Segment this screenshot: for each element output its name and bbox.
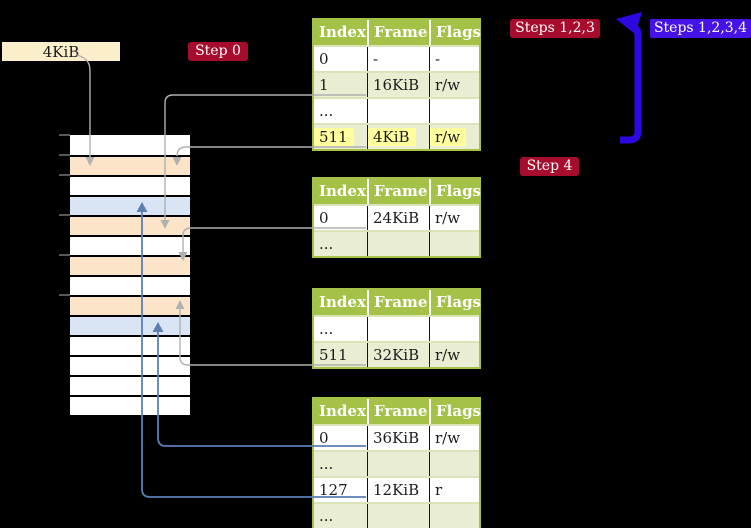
table-header-cell: Frame xyxy=(367,290,429,315)
memory-frame-row xyxy=(70,155,190,175)
badge-steps-1-2-3: Steps 1,2,3 xyxy=(510,19,600,38)
table-header-cell: Frame xyxy=(367,399,429,424)
table-row: ... xyxy=(314,450,479,476)
table-cell xyxy=(367,232,429,256)
table-cell xyxy=(367,452,429,476)
table-cell: 12KiB xyxy=(367,478,429,502)
table-header-cell: Flags xyxy=(429,179,481,204)
table-cell: 0 xyxy=(319,429,329,447)
table-cell xyxy=(429,504,479,528)
memory-frame-row xyxy=(70,275,190,295)
table-cell xyxy=(429,317,479,341)
highlighted-value: 4KiB xyxy=(368,128,416,146)
memory-frame-row xyxy=(70,215,190,235)
memory-frame-row xyxy=(70,375,190,395)
table-cell: r/w xyxy=(429,73,479,97)
memory-frame-row xyxy=(70,315,190,335)
memory-frame-row xyxy=(70,355,190,375)
frame-size-label: 4KiB xyxy=(2,42,120,61)
table-cell: ... xyxy=(319,102,334,120)
table-header-cell: Index xyxy=(319,182,366,200)
steps-loop-arrow xyxy=(616,12,642,144)
highlighted-value: r/w xyxy=(430,128,467,146)
table-header-cell: Index xyxy=(319,293,366,311)
memory-frame-row xyxy=(70,255,190,275)
table-row: 0 -- xyxy=(314,45,479,71)
table-cell: 0 xyxy=(319,50,329,68)
table-header-cell: Flags xyxy=(429,20,481,45)
table-header-cell: Index xyxy=(319,402,366,420)
table-cell: ... xyxy=(319,235,334,253)
memory-frame-row xyxy=(70,175,190,195)
table-row: ... xyxy=(314,502,479,528)
memory-frame-row xyxy=(70,135,190,155)
table-cell: r xyxy=(429,478,479,502)
table-cell: r/w xyxy=(429,426,479,450)
physical-memory-column xyxy=(70,135,190,415)
table-cell xyxy=(367,99,429,123)
table-cell xyxy=(367,504,429,528)
table-header-cell: Flags xyxy=(429,290,481,315)
table-cell: - xyxy=(429,47,479,71)
table-cell: ... xyxy=(319,507,334,525)
table-cell xyxy=(429,232,479,256)
table-cell: 127 xyxy=(319,481,348,499)
table-cell: r/w xyxy=(429,206,479,230)
table-cell: 1 xyxy=(319,76,329,94)
table-cell: - xyxy=(367,47,429,71)
table-row: 511 4KiB r/w xyxy=(314,123,479,149)
table-cell: 511 xyxy=(319,346,348,364)
table-row: ... xyxy=(314,315,479,341)
memory-frame-row xyxy=(70,235,190,255)
table-row: ... xyxy=(314,230,479,256)
memory-tick-marks xyxy=(59,134,70,296)
table-cell: 36KiB xyxy=(367,426,429,450)
table-cell xyxy=(367,317,429,341)
memory-frame-row xyxy=(70,195,190,215)
table-cell: 24KiB xyxy=(367,206,429,230)
table-cell xyxy=(429,99,479,123)
table-cell: 32KiB xyxy=(367,343,429,367)
table-cell: r/w xyxy=(429,125,479,149)
table-header-cell: Flags xyxy=(429,399,481,424)
table-cell: 16KiB xyxy=(367,73,429,97)
memory-frame-row xyxy=(70,295,190,315)
memory-frame-row xyxy=(70,335,190,355)
highlighted-value: 511 xyxy=(314,128,354,146)
table-header-cell: Frame xyxy=(367,179,429,204)
badge-step-4: Step 4 xyxy=(520,157,579,176)
table-cell: ... xyxy=(319,320,334,338)
table-cell: 0 xyxy=(319,209,329,227)
table-header-cell: Frame xyxy=(367,20,429,45)
memory-frame-row xyxy=(70,395,190,415)
table-header-cell: Index xyxy=(319,23,366,41)
table-cell: 4KiB xyxy=(367,125,429,149)
table-cell: r/w xyxy=(429,343,479,367)
table-cell xyxy=(429,452,479,476)
badge-steps-1-2-3-4: Steps 1,2,3,4 xyxy=(650,19,751,38)
badge-step-0: Step 0 xyxy=(188,42,248,61)
table-cell: 511 xyxy=(314,125,367,149)
table-cell: ... xyxy=(319,455,334,473)
table-row: ... xyxy=(314,97,479,123)
